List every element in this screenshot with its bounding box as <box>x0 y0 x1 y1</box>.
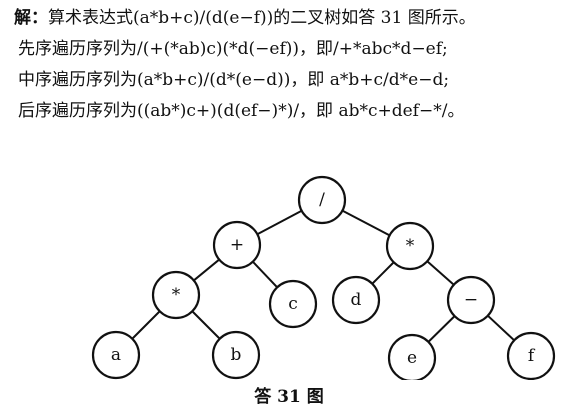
tree-edge-root-to-plus <box>256 209 303 236</box>
tree-node-circle <box>91 330 141 380</box>
tree-edges <box>131 209 515 343</box>
preorder-line: 先序遍历序列为/(+(*ab)c)(*d(−ef))，即/+*abc*d−ef; <box>18 39 448 59</box>
tree-node-label: f <box>528 346 536 366</box>
solution-line-1-text: 算术表达式(a*b+c)/(d(e−f))的二叉树如答 31 图所示。 <box>48 8 476 28</box>
tree-edge-plus-to-mul-left <box>193 258 220 282</box>
tree-edge-mul-right-to-d <box>371 261 395 285</box>
tree-edge-mul-left-to-a <box>131 310 161 340</box>
tree-node-circle <box>446 275 496 325</box>
solution-line-1: 解：算术表达式(a*b+c)/(d(e−f))的二叉树如答 31 图所示。 <box>14 4 574 35</box>
tree-node-d: d <box>331 275 381 325</box>
tree-node-e: e <box>387 333 437 380</box>
tree-node-label: c <box>288 294 298 314</box>
tree-node-root: / <box>297 175 347 225</box>
tree-node-label: d <box>351 290 362 310</box>
solution-prefix: 解： <box>14 8 48 28</box>
tree-node-label: a <box>111 345 121 365</box>
tree-nodes: / + * * c d − a b e f <box>91 175 556 380</box>
tree-node-circle <box>506 331 556 380</box>
tree-edge-minus-to-f <box>487 314 515 342</box>
tree-node-f: f <box>506 331 556 380</box>
tree-node-circle <box>211 330 261 380</box>
tree-node-circle <box>151 270 201 320</box>
tree-node-c: c <box>268 279 318 329</box>
tree-node-circle <box>385 221 435 271</box>
tree-node-circle <box>268 279 318 329</box>
inorder-line: 中序遍历序列为(a*b+c)/(d*(e−d))，即 a*b+c/d*e−d; <box>18 70 450 90</box>
tree-edge-minus-to-e <box>427 315 456 343</box>
tree-node-label: * <box>406 236 415 256</box>
tree-node-label: * <box>172 285 181 305</box>
tree-node-circle <box>212 220 262 270</box>
tree-edge-root-to-mul-right <box>341 209 391 237</box>
tree-node-label: / <box>319 190 325 210</box>
tree-edge-plus-to-c <box>252 260 278 289</box>
tree-node-circle <box>331 275 381 325</box>
tree-node-plus: + <box>212 220 262 270</box>
expression-tree: / + * * c d − a b e f <box>91 175 556 380</box>
solution-text: 解：算术表达式(a*b+c)/(d(e−f))的二叉树如答 31 图所示。 先序… <box>14 4 574 128</box>
tree-node-label: − <box>464 290 478 310</box>
tree-node-mul-left: * <box>151 270 201 320</box>
postorder-line: 后序遍历序列为((ab*)c+)(d(ef−)*)/，即 ab*c+def−*/… <box>18 101 465 121</box>
tree-node-mul-right: * <box>385 221 435 271</box>
tree-node-label: b <box>231 345 242 365</box>
tree-edge-mul-right-to-minus <box>426 260 455 286</box>
figure-caption: 答 31 图 <box>254 387 324 407</box>
tree-edge-mul-left-to-b <box>191 310 221 340</box>
tree-node-minus: − <box>446 275 496 325</box>
tree-node-circle <box>387 333 437 380</box>
tree-node-label: e <box>407 348 417 368</box>
tree-node-b: b <box>211 330 261 380</box>
tree-node-circle <box>297 175 347 225</box>
tree-node-a: a <box>91 330 141 380</box>
tree-node-label: + <box>230 235 244 255</box>
